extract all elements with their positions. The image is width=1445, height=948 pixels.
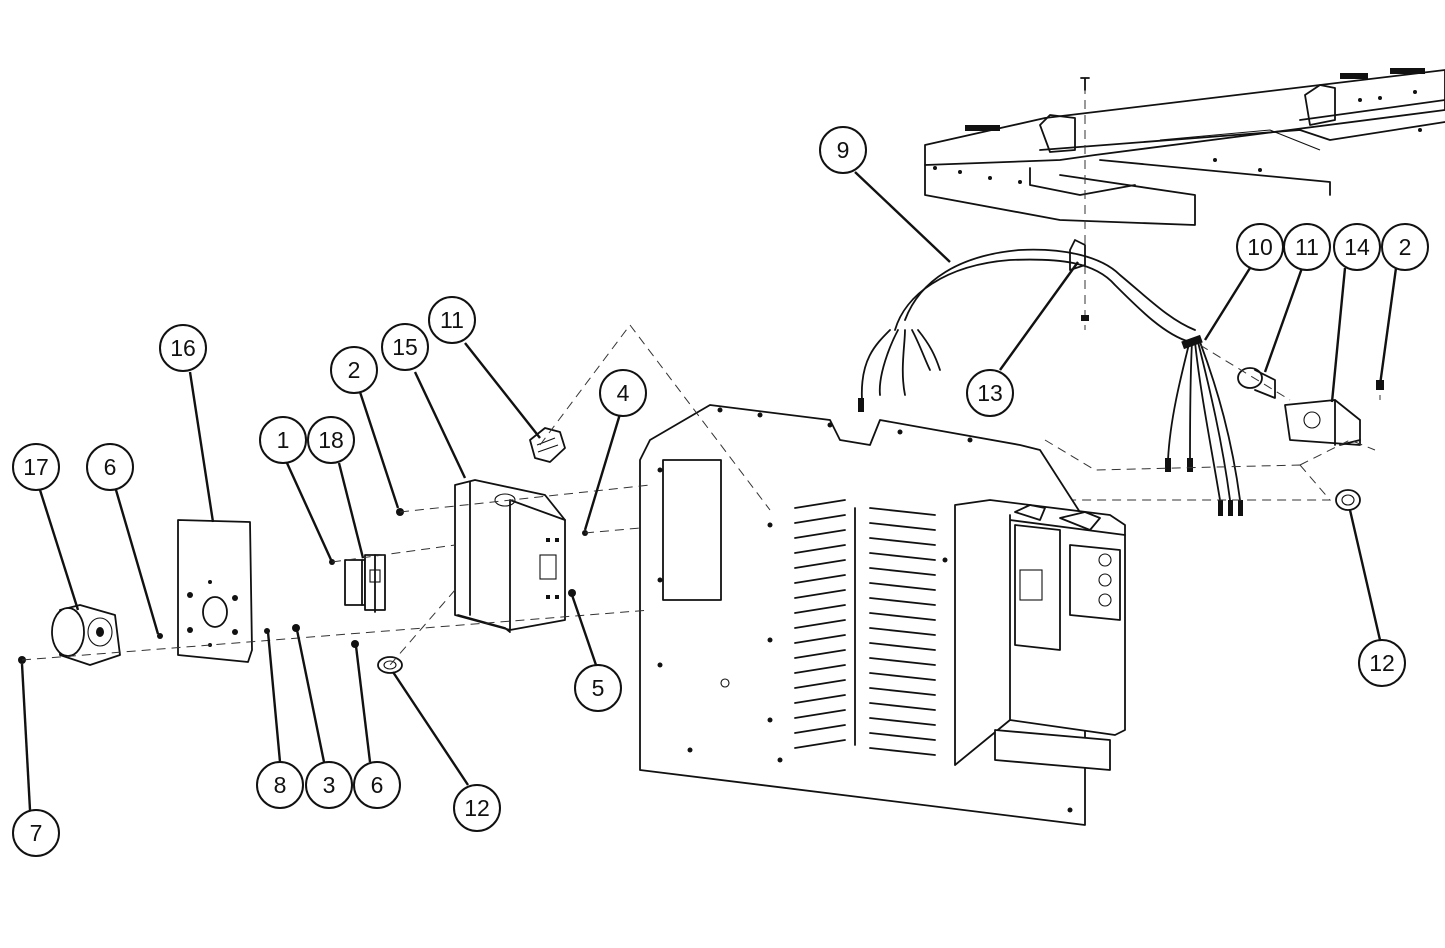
wiring-harness: [858, 239, 1243, 516]
control-box: [954, 499, 1126, 771]
grommet-right: [1335, 489, 1361, 511]
callout-label: 11: [440, 307, 464, 333]
assembly-lines: [21, 324, 771, 666]
grommet-left: [377, 656, 403, 674]
callout-1: 1: [259, 416, 307, 464]
callout-label: 18: [318, 427, 344, 453]
callout-label: 6: [104, 454, 117, 480]
callout-label: 2: [1399, 234, 1412, 260]
enclosure-box: [454, 479, 566, 633]
callout-4: 4: [599, 369, 647, 417]
callout-18: 18: [307, 416, 355, 464]
callout-label: 2: [348, 357, 361, 383]
callout-11-left: 11: [428, 296, 476, 344]
callout-label: 4: [617, 380, 630, 406]
callout-14: 14: [1333, 223, 1381, 271]
callout-7: 7: [12, 809, 60, 857]
callout-label: 15: [392, 334, 418, 360]
callout-label: 17: [23, 454, 49, 480]
mounting-plate: [177, 519, 253, 663]
callout-label: 13: [977, 380, 1003, 406]
callout-6-bottom: 6: [353, 761, 401, 809]
callout-12-right: 12: [1358, 639, 1406, 687]
callout-label: 12: [464, 795, 490, 821]
callout-label: 1: [277, 427, 290, 453]
callout-label: 12: [1369, 650, 1395, 676]
callout-label: 6: [371, 772, 384, 798]
callout-9: 9: [819, 126, 867, 174]
mounting-bracket: [1284, 380, 1384, 466]
callout-12-left: 12: [453, 784, 501, 832]
callout-8: 8: [256, 761, 304, 809]
callout-16: 16: [159, 324, 207, 372]
callout-label: 8: [274, 772, 287, 798]
callout-label: 9: [837, 137, 850, 163]
callout-2-left: 2: [330, 346, 378, 394]
chassis-frame: [924, 68, 1445, 226]
callout-17: 17: [12, 443, 60, 491]
callout-label: 14: [1344, 234, 1370, 260]
callout-5: 5: [574, 664, 622, 712]
callout-label: 5: [592, 675, 605, 701]
callout-10: 10: [1236, 223, 1284, 271]
callout-3: 3: [305, 761, 353, 809]
callout-label: 10: [1247, 234, 1273, 260]
callout-label: 11: [1295, 234, 1319, 260]
callout-2-right: 2: [1381, 223, 1429, 271]
callout-13: 13: [966, 369, 1014, 417]
inlet-receptacle: [51, 604, 121, 666]
callout-6-left: 6: [86, 443, 134, 491]
vent-slots: [794, 499, 936, 756]
callout-label: 7: [30, 820, 43, 846]
leader-lines: [20, 171, 1398, 811]
callout-15: 15: [381, 323, 429, 371]
callout-label: 3: [323, 772, 336, 798]
contactor: [344, 554, 386, 613]
cable-gland-right: [1199, 344, 1291, 401]
callout-11-right: 11: [1283, 223, 1331, 271]
callout-label: 16: [170, 335, 196, 361]
